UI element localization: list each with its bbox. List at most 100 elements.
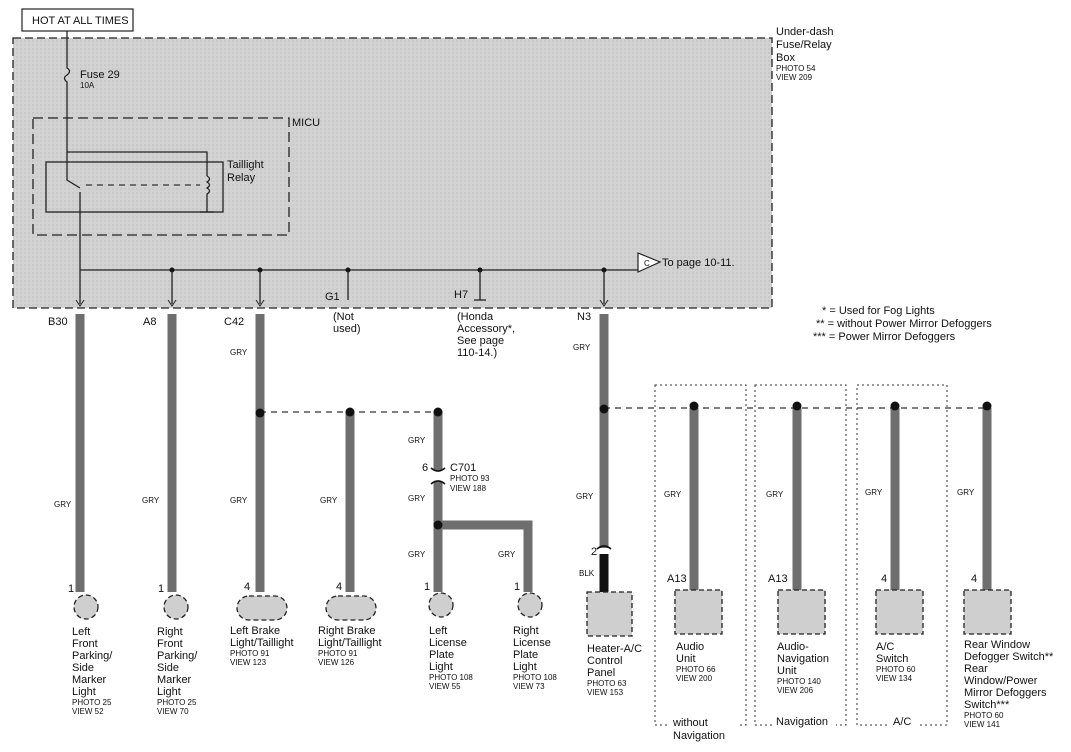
svg-text:VIEW 200: VIEW 200 (676, 674, 713, 683)
left-front-light-label: Left Front Parking/ Side Marker Light PH… (72, 626, 113, 716)
svg-text:Switch***: Switch*** (964, 699, 1010, 711)
svg-text:VIEW 52: VIEW 52 (72, 707, 104, 716)
terminal-c42: C42 (224, 316, 244, 328)
legend-3: *** = Power Mirror Defoggers (813, 331, 956, 343)
without-nav-label-1: without (672, 717, 708, 729)
right-license-light-symbol (517, 592, 543, 618)
svg-text:Unit: Unit (777, 665, 797, 677)
svg-text:1: 1 (514, 581, 520, 593)
c701-name: C701 (450, 462, 476, 474)
svg-text:PHOTO 25: PHOTO 25 (157, 698, 197, 707)
h7-note-3: See page (457, 335, 504, 347)
svg-text:4: 4 (881, 573, 887, 585)
svg-text:VIEW 55: VIEW 55 (429, 682, 461, 691)
svg-text:PHOTO 108: PHOTO 108 (513, 673, 557, 682)
svg-text:GRY: GRY (408, 550, 426, 559)
svg-text:Audio-: Audio- (777, 641, 809, 653)
legend-2: ** = without Power Mirror Defoggers (816, 318, 992, 330)
svg-text:Rear: Rear (964, 663, 988, 675)
left-license-light-label: Left License Plate Light PHOTO 108 VIEW … (429, 625, 473, 691)
heater-ac-panel-label: Heater-A/C Control Panel PHOTO 63 VIEW 1… (587, 643, 642, 697)
ac-switch-symbol (875, 589, 924, 635)
svg-text:Audio: Audio (676, 641, 704, 653)
fuse-symbol (63, 31, 71, 118)
svg-text:Marker: Marker (72, 674, 107, 686)
svg-text:Parking/: Parking/ (157, 650, 198, 662)
svg-text:Parking/: Parking/ (72, 650, 113, 662)
svg-text:Panel: Panel (587, 667, 615, 679)
svg-text:VIEW 123: VIEW 123 (230, 658, 267, 667)
svg-text:Marker: Marker (157, 674, 192, 686)
fuse-box-name-2: Fuse/Relay (776, 39, 832, 51)
svg-text:Light/Taillight: Light/Taillight (318, 637, 382, 649)
terminal-b30: B30 (48, 316, 68, 328)
svg-text:Front: Front (72, 638, 98, 650)
terminal-n3: N3 (577, 311, 591, 323)
to-page-arrow[interactable] (637, 252, 662, 273)
svg-text:GRY: GRY (320, 496, 338, 505)
svg-text:Light: Light (513, 661, 537, 673)
svg-text:GRY: GRY (142, 496, 160, 505)
relay-label-1: Taillight (227, 159, 264, 171)
svg-text:GRY: GRY (664, 490, 682, 499)
svg-text:Right: Right (513, 625, 539, 637)
svg-text:Heater-A/C: Heater-A/C (587, 643, 642, 655)
svg-text:PHOTO 60: PHOTO 60 (876, 665, 916, 674)
hot-at-all-times-box: HOT AT ALL TIMES (21, 8, 134, 32)
svg-text:GRY: GRY (766, 490, 784, 499)
without-nav-label-2: Navigation (673, 730, 725, 742)
svg-text:A13: A13 (768, 573, 788, 585)
audio-unit-symbol (674, 589, 723, 635)
svg-text:1: 1 (424, 581, 430, 593)
svg-text:License: License (513, 637, 551, 649)
svg-text:Window/Power: Window/Power (964, 675, 1038, 687)
svg-text:License: License (429, 637, 467, 649)
navigation-label: Navigation (776, 716, 828, 728)
wire-license-right (438, 520, 533, 592)
c701-view: VIEW 188 (450, 484, 487, 493)
svg-text:VIEW 73: VIEW 73 (513, 682, 545, 691)
svg-text:Defogger Switch**: Defogger Switch** (964, 651, 1054, 663)
audio-unit-label: Audio Unit PHOTO 66 VIEW 200 (676, 641, 716, 683)
svg-text:Unit: Unit (676, 653, 696, 665)
svg-text:1: 1 (158, 583, 164, 595)
relay-feed (66, 118, 208, 176)
g1-note-2: used) (333, 323, 361, 335)
svg-text:PHOTO 25: PHOTO 25 (72, 698, 112, 707)
svg-text:PHOTO 60: PHOTO 60 (964, 711, 1004, 720)
svg-text:Light/Taillight: Light/Taillight (230, 637, 294, 649)
terminal-g1: G1 (325, 291, 340, 303)
svg-text:PHOTO 91: PHOTO 91 (230, 649, 270, 658)
svg-text:1: 1 (68, 583, 74, 595)
fuse-box-view: VIEW 209 (776, 73, 813, 82)
svg-text:BLK: BLK (579, 569, 595, 578)
to-page-letter: C (644, 259, 650, 268)
right-front-light-symbol (163, 594, 189, 620)
fuse-relay-box (12, 37, 773, 309)
svg-text:GRY: GRY (230, 496, 248, 505)
svg-text:Right Brake: Right Brake (318, 625, 375, 637)
c701-pin: 6 (422, 462, 428, 474)
svg-text:PHOTO 63: PHOTO 63 (587, 679, 627, 688)
left-brake-light-label: Left Brake Light/Taillight PHOTO 91 VIEW… (230, 625, 294, 667)
relay-switch (66, 152, 81, 189)
ac-group-label: A/C (893, 716, 911, 728)
svg-text:VIEW 206: VIEW 206 (777, 686, 814, 695)
svg-text:GRY: GRY (230, 348, 248, 357)
svg-text:VIEW 70: VIEW 70 (157, 707, 189, 716)
rear-defogger-switch-label: Rear Window Defogger Switch** Rear Windo… (964, 639, 1054, 729)
svg-text:GRY: GRY (576, 492, 594, 501)
svg-text:Plate: Plate (513, 649, 538, 661)
to-page-label[interactable]: To page 10-11. (662, 257, 735, 269)
svg-text:Mirror Defoggers: Mirror Defoggers (964, 687, 1047, 699)
svg-text:A13: A13 (667, 573, 687, 585)
relay-coil (205, 175, 211, 212)
svg-text:Light: Light (72, 686, 96, 698)
wire-color-labels: GRY GRY GRY GRY GRY GRY GRY GRY GRY GRY … (54, 343, 975, 578)
svg-text:VIEW 134: VIEW 134 (876, 674, 913, 683)
svg-text:Front: Front (157, 638, 183, 650)
taillight-relay-box (45, 161, 224, 213)
right-license-light-label: Right License Plate Light PHOTO 108 VIEW… (513, 625, 557, 691)
svg-text:Plate: Plate (429, 649, 454, 661)
